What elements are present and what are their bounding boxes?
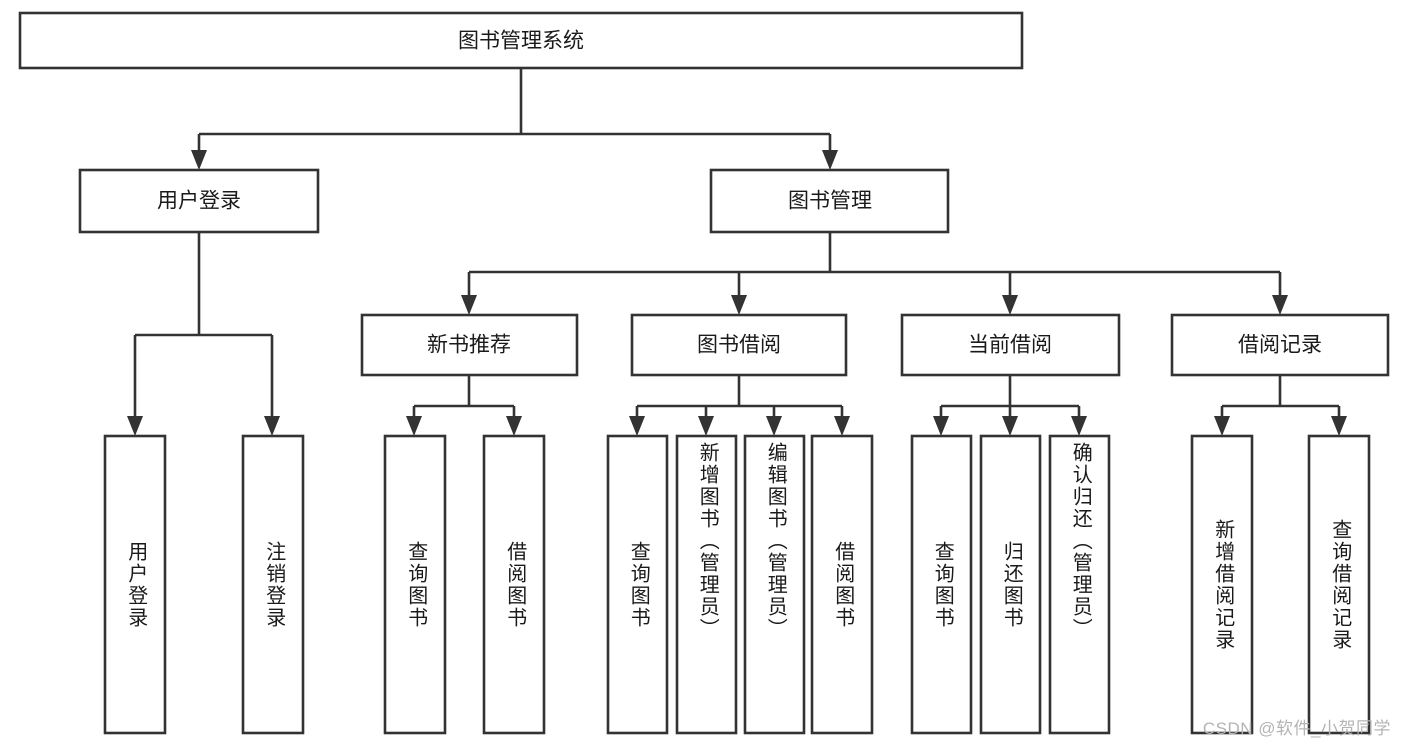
leaf-add-record-box[interactable]: [1190, 434, 1254, 735]
connector-group-new-book-rec: [406, 375, 522, 436]
node-book-manage-label: 图书管理: [788, 190, 872, 213]
node-book-borrow-label: 图书借阅: [697, 334, 781, 357]
watermark: CSDN @软件_小贺同学: [1202, 719, 1391, 738]
arrowhead-current-borrow: [1002, 295, 1018, 315]
leaf-confirm-return-box[interactable]: [1048, 434, 1111, 735]
arrowhead-leaf-add-record: [1214, 416, 1230, 436]
connector-group-book-borrow: [629, 375, 850, 436]
node-book-borrow-box[interactable]: [630, 313, 848, 377]
leaf-query-record-box[interactable]: [1307, 434, 1371, 735]
leaf-borrow-book-1-box[interactable]: [482, 434, 546, 735]
connector-group-current-borrow: [933, 375, 1087, 436]
leaf-user-login-box[interactable]: [103, 434, 167, 735]
arrowhead-leaf-query-book-3: [933, 416, 949, 436]
node-book-borrow[interactable]: 图书借阅: [630, 313, 848, 377]
node-book-manage[interactable]: 图书管理: [709, 168, 950, 234]
node-user-login[interactable]: 用户登录: [78, 168, 320, 234]
node-borrow-record-box[interactable]: [1170, 313, 1390, 377]
leaf-add-book-box[interactable]: [675, 434, 738, 735]
node-borrow-record[interactable]: 借阅记录: [1170, 313, 1390, 377]
arrowhead-borrow-record: [1272, 295, 1288, 315]
node-current-borrow-box[interactable]: [900, 313, 1121, 377]
connector-group-book-manage: [461, 232, 1288, 315]
leaf-query-book-2-box[interactable]: [606, 434, 669, 735]
node-book-manage-box[interactable]: [709, 168, 950, 234]
connector-group-borrow-record: [1214, 375, 1347, 436]
node-current-borrow-label: 当前借阅: [968, 334, 1052, 357]
leaf-borrow-book-2-box[interactable]: [810, 434, 874, 735]
arrowhead-user-login: [191, 150, 207, 170]
leaf-return-book-box[interactable]: [979, 434, 1042, 735]
arrowhead-leaf-query-book-2: [629, 416, 645, 436]
node-user-login-box[interactable]: [78, 168, 320, 234]
node-user-login-label: 用户登录: [157, 190, 241, 213]
arrowhead-leaf-borrow-book-2: [834, 416, 850, 436]
arrowhead-leaf-return-book: [1002, 416, 1018, 436]
node-current-borrow[interactable]: 当前借阅: [900, 313, 1121, 377]
node-root-box[interactable]: [18, 11, 1024, 70]
arrowhead-leaf-edit-book: [766, 416, 782, 436]
arrowhead-leaf-borrow-book-1: [506, 416, 522, 436]
connector-group-user-login: [127, 232, 280, 436]
arrowhead-leaf-add-book: [698, 416, 714, 436]
node-root[interactable]: 图书管理系统: [18, 11, 1024, 70]
leaf-edit-book-box[interactable]: [743, 434, 806, 735]
leaf-boxes: [103, 434, 1371, 735]
arrowhead-new-book-rec: [461, 295, 477, 315]
arrowhead-book-borrow: [731, 295, 747, 315]
leaf-query-book-1-box[interactable]: [383, 434, 447, 735]
arrowhead-leaf-logout-login: [264, 416, 280, 436]
arrowhead-book-manage: [822, 150, 838, 170]
leaf-logout-login-box[interactable]: [241, 434, 305, 735]
node-new-book-rec-label: 新书推荐: [427, 334, 511, 357]
arrowhead-leaf-query-book-1: [406, 416, 422, 436]
node-borrow-record-label: 借阅记录: [1238, 334, 1322, 357]
arrowhead-leaf-query-record: [1331, 416, 1347, 436]
node-new-book-rec-box[interactable]: [360, 313, 579, 377]
node-root-label: 图书管理系统: [458, 30, 584, 53]
arrowhead-leaf-user-login: [127, 416, 143, 436]
node-new-book-rec[interactable]: 新书推荐: [360, 313, 579, 377]
leaf-query-book-3-box[interactable]: [910, 434, 973, 735]
connector-group-root: [191, 68, 838, 170]
arrowhead-leaf-confirm-return: [1071, 416, 1087, 436]
